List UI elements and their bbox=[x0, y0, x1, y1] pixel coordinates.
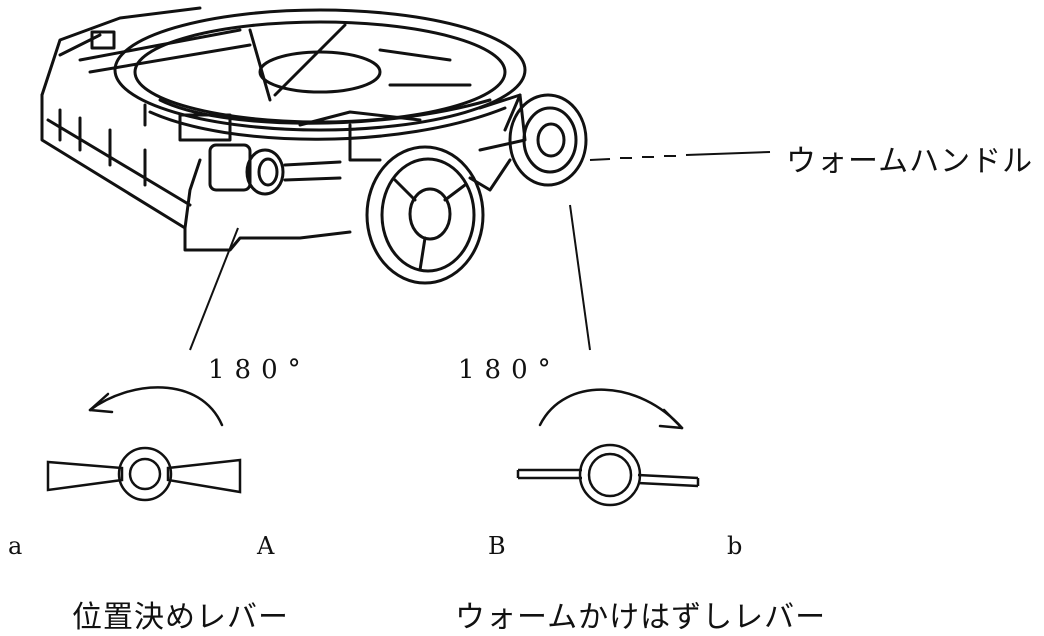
position-a-upper-label: A bbox=[257, 532, 275, 560]
worm-handle-leader bbox=[589, 158, 611, 161]
position-b-upper-label: B bbox=[488, 532, 506, 560]
angle-label-right: 180° bbox=[458, 355, 561, 385]
straight-lever bbox=[516, 443, 700, 507]
position-b-lower-label: b bbox=[727, 532, 743, 560]
wing-lever bbox=[46, 446, 242, 502]
worm-release-lever-label: ウォームかけはずしレバー bbox=[455, 600, 827, 635]
positioning-lever-leader bbox=[189, 227, 239, 351]
angle-label-left: 180° bbox=[208, 355, 311, 385]
curved-arrow-left bbox=[88, 386, 224, 427]
rotary-table-illustration bbox=[40, 6, 588, 285]
worm-handle-label: ウォームハンドル bbox=[786, 144, 1034, 179]
curved-arrow-right bbox=[538, 388, 684, 430]
positioning-lever-label: 位置決めレバー bbox=[72, 600, 289, 635]
rotation-arrows bbox=[88, 386, 684, 430]
leader-lines bbox=[189, 151, 771, 351]
position-a-lower-label: a bbox=[8, 532, 23, 560]
worm-release-leader bbox=[569, 204, 591, 351]
